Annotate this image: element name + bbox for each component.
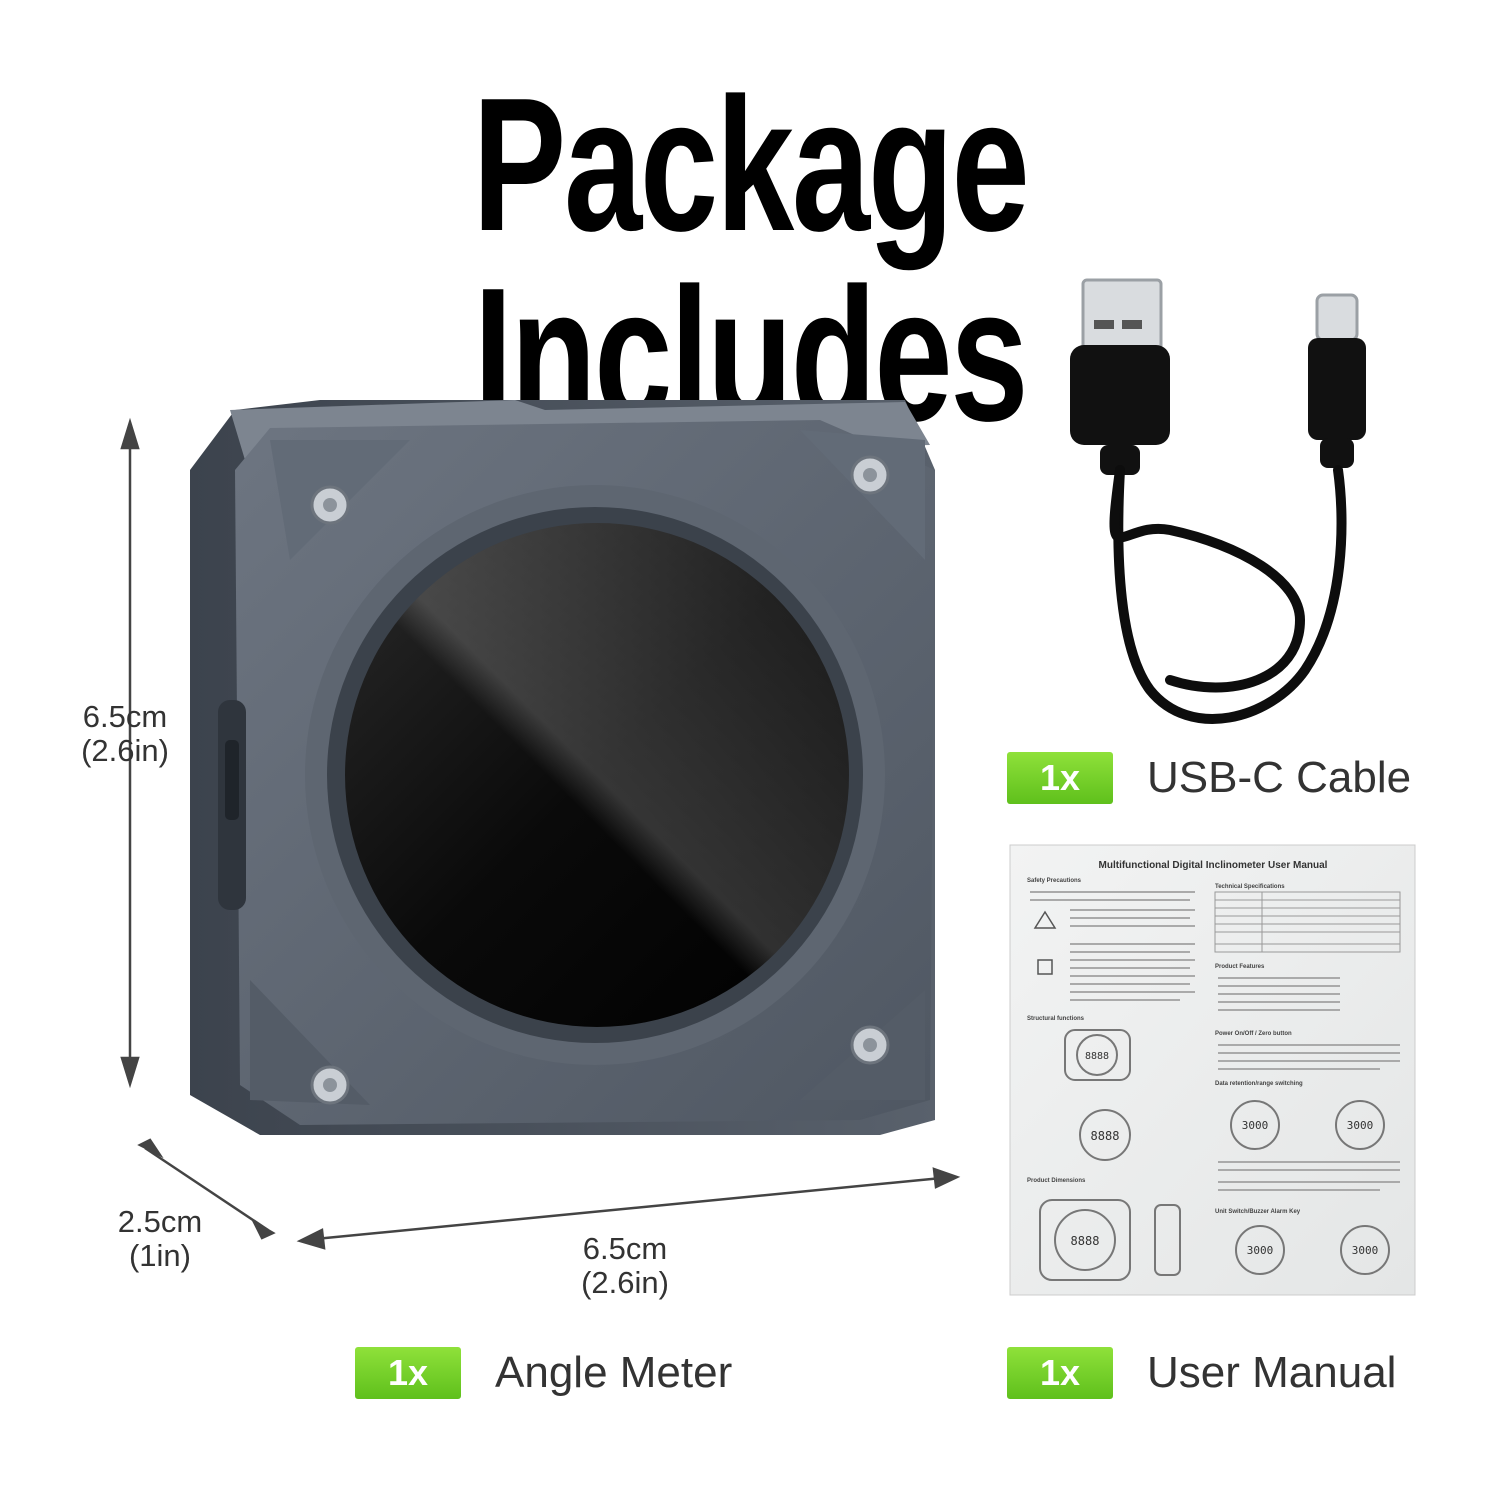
svg-text:8888: 8888 bbox=[1071, 1234, 1100, 1248]
svg-text:Technical Specifications: Technical Specifications bbox=[1215, 884, 1285, 890]
svg-text:Structural functions: Structural functions bbox=[1027, 1016, 1085, 1022]
height-dimension-label: 6.5cm (2.6in) bbox=[60, 700, 190, 768]
height-cm: 6.5cm bbox=[82, 699, 168, 734]
width-in: (2.6in) bbox=[581, 1265, 669, 1300]
item-name: USB-C Cable bbox=[1147, 753, 1412, 802]
svg-text:Power On/Off / Zero button: Power On/Off / Zero button bbox=[1215, 1031, 1292, 1037]
height-dimension-arrow bbox=[120, 417, 140, 1089]
svg-text:Unit Switch/Buzzer Alarm Key: Unit Switch/Buzzer Alarm Key bbox=[1215, 1209, 1301, 1215]
quantity-badge: 1x bbox=[1007, 1347, 1113, 1399]
depth-dimension-label: 2.5cm (1in) bbox=[95, 1205, 225, 1273]
manual-heading: Multifunctional Digital Inclinometer Use… bbox=[1099, 860, 1328, 871]
svg-text:8888: 8888 bbox=[1091, 1129, 1120, 1143]
svg-text:Product Dimensions: Product Dimensions bbox=[1027, 1178, 1086, 1184]
quantity-badge: 1x bbox=[355, 1347, 461, 1399]
item-user-manual: 1x User Manual bbox=[1007, 1346, 1396, 1400]
item-name: Angle Meter bbox=[495, 1348, 733, 1397]
depth-cm: 2.5cm bbox=[117, 1204, 203, 1239]
svg-text:Safety Precautions: Safety Precautions bbox=[1027, 878, 1082, 884]
item-angle-meter: 1x Angle Meter bbox=[355, 1346, 732, 1400]
height-in: (2.6in) bbox=[81, 733, 169, 768]
svg-text:3000: 3000 bbox=[1352, 1244, 1379, 1257]
quantity-badge: 1x bbox=[1007, 752, 1113, 804]
width-dimension-arrow bbox=[296, 1167, 961, 1250]
item-name: User Manual bbox=[1147, 1348, 1397, 1397]
page-title: Package Includes bbox=[472, 59, 1029, 461]
depth-in: (1in) bbox=[128, 1238, 191, 1273]
item-usb-c-cable: 1x USB-C Cable bbox=[1007, 751, 1411, 805]
depth-dimension-arrow bbox=[137, 1138, 276, 1240]
user-manual-image: Multifunctional Digital Inclinometer Use… bbox=[1009, 844, 1416, 1296]
usb-c-cable-image bbox=[1070, 278, 1366, 724]
svg-text:3000: 3000 bbox=[1242, 1119, 1269, 1132]
svg-text:3000: 3000 bbox=[1347, 1119, 1374, 1132]
width-dimension-label: 6.5cm (2.6in) bbox=[560, 1232, 690, 1300]
width-cm: 6.5cm bbox=[582, 1231, 668, 1266]
svg-text:8888: 8888 bbox=[1085, 1051, 1109, 1062]
svg-text:Data retention/range switching: Data retention/range switching bbox=[1215, 1081, 1303, 1087]
svg-text:3000: 3000 bbox=[1247, 1244, 1274, 1257]
angle-meter-device bbox=[190, 400, 935, 1135]
svg-text:Product Features: Product Features bbox=[1215, 964, 1265, 970]
